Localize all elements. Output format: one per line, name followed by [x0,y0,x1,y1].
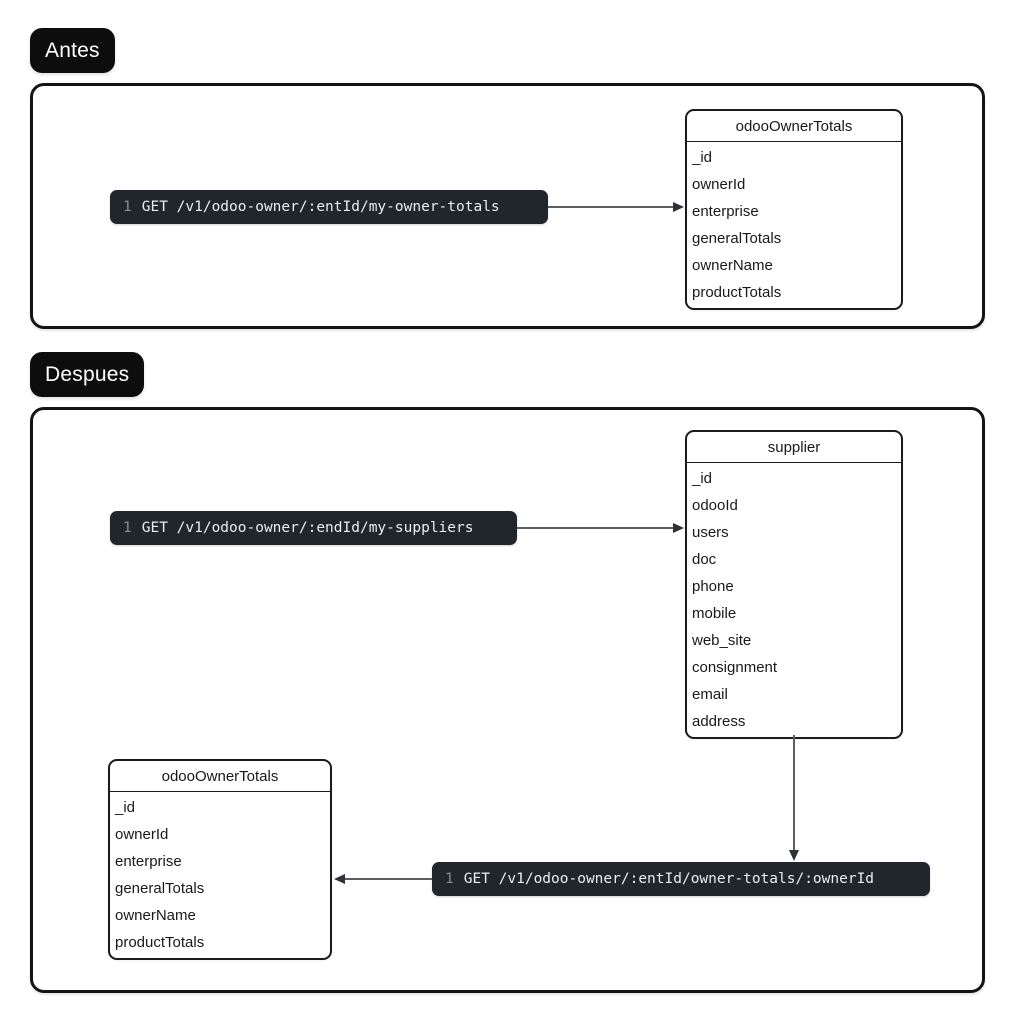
table-title: supplier [687,432,901,463]
table-field: address [692,713,746,730]
antes-panel [30,83,985,329]
table-field: users [692,524,729,541]
table-field: _id [692,470,713,487]
antes-endpoint-to-table-connector [548,206,674,208]
table-field: doc [692,551,717,568]
table-title: odooOwnerTotals [687,111,901,142]
table-field: ownerId [115,826,169,843]
table-field: mobile [692,605,737,622]
table-field: enterprise [692,203,759,220]
despues-owner-totals-endpoint-code-block: 1 GET /v1/odoo-owner/:entId/owner-totals… [432,862,930,896]
supplier-to-endpoint-connector [793,735,795,851]
despues-odooownertotals-table: odooOwnerTotals _id ownerId enterprise gene… [108,759,332,960]
antes-endpoint-path: GET /v1/odoo-owner/:entId/my-owner-total… [141,199,500,215]
arrow-down-icon [789,850,799,861]
table-field: enterprise [115,853,182,870]
despues-panel [30,407,985,993]
table-field: _id [692,149,713,166]
table-field: ownerId [692,176,746,193]
table-field: odooId [692,497,738,514]
antes-endpoint-code-block: 1 GET /v1/odoo-owner/:entId/my-owner-tot… [110,190,548,224]
table-field: email [692,686,728,703]
section-label-antes: Antes [30,28,115,73]
suppliers-endpoint-to-table-connector [517,527,674,529]
arrow-left-icon [334,874,345,884]
supplier-table: supplier _id odooId users doc phone mobile web… [685,430,903,739]
table-field: phone [692,578,734,595]
endpoint-to-totals-table-connector [345,878,432,880]
antes-odooownertotals-table: odooOwnerTotals _id ownerId enterprise gene… [685,109,903,310]
table-field: web_site [692,632,752,649]
table-title: odooOwnerTotals [110,761,330,792]
arrow-right-icon [673,523,684,533]
table-field: ownerName [692,257,773,274]
code-line-number: 1 [445,871,454,887]
table-field: consignment [692,659,778,676]
despues-owner-totals-endpoint-path: GET /v1/odoo-owner/:entId/owner-totals/:… [463,871,875,887]
table-fields: _id ownerId enterprise generalTotals ownerNa… [687,142,901,308]
section-label-despues: Despues [30,352,145,397]
table-field: productTotals [692,284,782,301]
despues-suppliers-endpoint-path: GET /v1/odoo-owner/:endId/my-suppliers [141,520,474,536]
arrow-right-icon [673,202,684,212]
table-field: generalTotals [115,880,205,897]
code-line-number: 1 [123,520,132,536]
table-field: _id [115,799,136,816]
code-line-number: 1 [123,199,132,215]
table-fields: _id ownerId enterprise generalTotals ownerNa… [110,792,330,958]
table-field: productTotals [115,934,205,951]
despues-suppliers-endpoint-code-block: 1 GET /v1/odoo-owner/:endId/my-suppliers [110,511,517,545]
table-field: generalTotals [692,230,782,247]
table-field: ownerName [115,907,196,924]
